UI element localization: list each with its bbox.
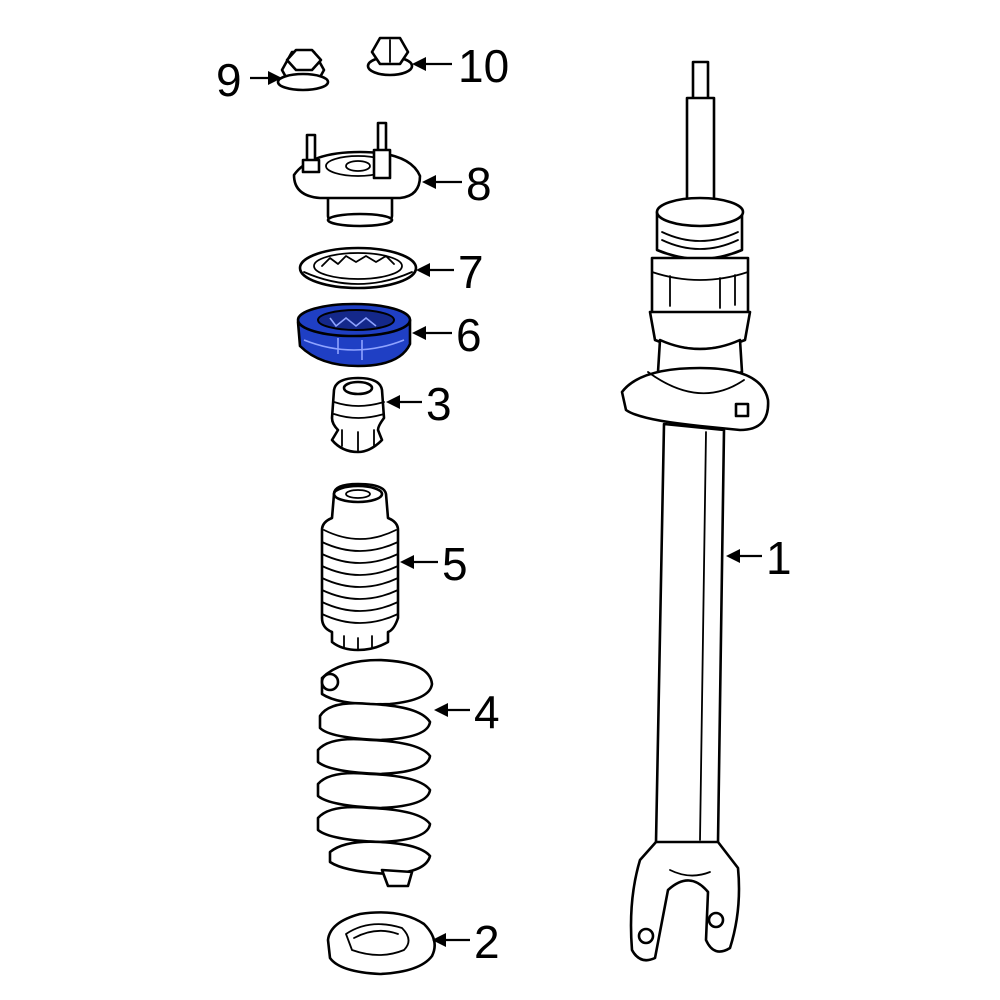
part-5-dust-boot [320,482,400,652]
part-7-spring-seat [298,246,418,290]
part-2-lower-isolator [326,911,436,976]
callout-8: 8 [466,158,492,210]
callout-9: 9 [216,54,242,106]
callout-5: 5 [442,538,468,590]
callout-arrows [250,57,762,947]
part-8-upper-mount [292,121,422,228]
callout-7: 7 [458,246,484,298]
callout-3: 3 [426,378,452,430]
part-9-nut [276,48,330,92]
part-4-coil-spring [316,658,434,888]
callout-6: 6 [456,309,482,361]
part-6-highlighted-part [296,302,412,368]
part-10-nut [366,36,414,77]
callout-10: 10 [458,40,509,92]
callout-1: 1 [766,532,792,584]
callout-4: 4 [474,686,500,738]
part-3-bump-stop [330,376,386,454]
part-1-strut [620,60,770,962]
callout-2: 2 [474,916,500,968]
callout-labels: 9 10 8 7 6 3 5 4 2 1 [216,40,792,968]
